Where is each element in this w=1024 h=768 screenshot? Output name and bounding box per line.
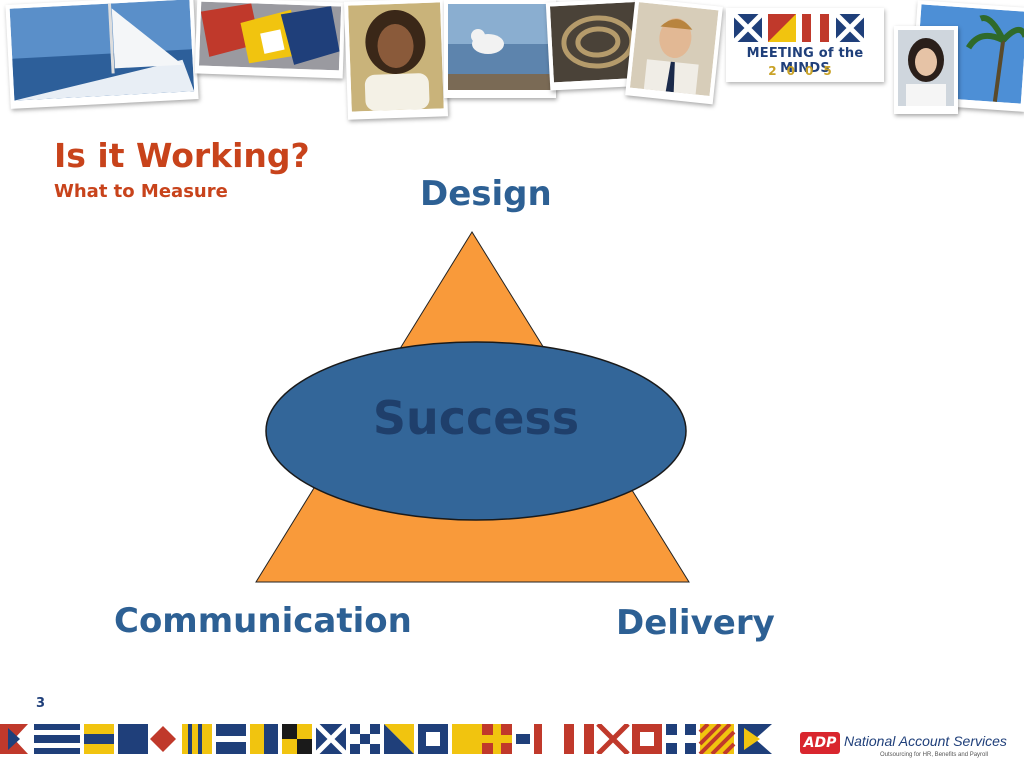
top-label: Design bbox=[420, 174, 552, 214]
logo-year: 2005 bbox=[768, 64, 842, 78]
right-label: Delivery bbox=[616, 603, 775, 643]
flag-strip bbox=[0, 724, 772, 754]
meeting-of-the-minds-logo: MEETING of the MINDS 2005 bbox=[726, 8, 884, 82]
footer-brand: ADP National Account Services Outsourcin… bbox=[800, 730, 1010, 762]
header-photo-strip: MEETING of the MINDS 2005 bbox=[0, 0, 1024, 120]
left-label: Communication bbox=[114, 601, 412, 641]
brand-tagline: Outsourcing for HR, Benefits and Payroll bbox=[880, 752, 989, 758]
seagull-photo bbox=[444, 0, 556, 98]
man-photo bbox=[625, 0, 723, 105]
adp-logo bbox=[800, 732, 840, 754]
sailboat-photo bbox=[5, 0, 199, 109]
slide-title: Is it Working? bbox=[54, 136, 310, 175]
woman-business-photo bbox=[894, 26, 958, 114]
brand-name: National Account Services bbox=[844, 733, 1007, 749]
success-ellipse bbox=[265, 341, 687, 521]
flags-photo bbox=[194, 0, 346, 79]
logo-title: MEETING of the MINDS bbox=[746, 46, 864, 76]
woman-photo bbox=[343, 0, 449, 120]
center-label: Success bbox=[372, 391, 580, 445]
page-number: 3 bbox=[36, 696, 46, 711]
adp-logo-text: ADP bbox=[803, 735, 837, 751]
slide-subtitle: What to Measure bbox=[54, 181, 228, 202]
